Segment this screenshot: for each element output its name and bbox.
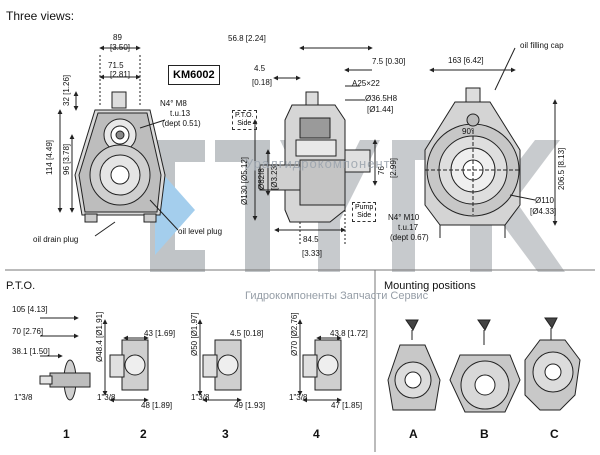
pto-variant-1: [39, 315, 91, 401]
mounting-label-c: C: [550, 427, 559, 441]
dim-2065: 206.5 [8.13]: [557, 147, 566, 190]
pto2-thread: 1"3/8: [97, 393, 116, 402]
dim-45-in: [0.18]: [252, 78, 273, 87]
pump-side-line-1: Pump: [355, 204, 374, 211]
pto4-thread: 1"3/8: [289, 393, 308, 402]
pto-variant-2: [102, 319, 149, 403]
pto4-top: 43.8 [1.72]: [330, 329, 368, 338]
page-title: Three views:: [6, 9, 75, 23]
pto1-d381: 38.1 [1.50]: [12, 347, 50, 356]
oil-level-plug-label: oil level plug: [178, 227, 223, 236]
dim-365-in: [Ø1.44]: [367, 105, 394, 114]
pto-label-4: 4: [313, 427, 320, 441]
dim-110-in: [Ø4.33]: [530, 207, 557, 216]
pto-side-box: P.T.O. Side: [232, 110, 257, 130]
dim-715: 71.5: [108, 61, 124, 70]
pump-side-line-2: Side: [357, 212, 372, 219]
pto1-thread: 1"3/8: [14, 393, 33, 402]
side-view: [252, 45, 378, 245]
pto-label-1: 1: [63, 427, 70, 441]
pto1-d70: 70 [2.76]: [12, 327, 44, 336]
pto-side-line-1: P.T.O.: [235, 112, 254, 119]
dim-715-in: [2.81]: [110, 70, 131, 79]
angle-label: 90°: [462, 127, 475, 136]
watermark-line-1: Уралгидрокомпонент: [245, 156, 391, 171]
dim-75: 7.5 [0.30]: [372, 57, 406, 66]
dim-163: 163 [6.42]: [448, 56, 484, 65]
mounting-label-b: B: [480, 427, 489, 441]
front-note-2: t.u.13: [170, 109, 191, 118]
side-note-1: N4° M10: [388, 213, 420, 222]
dim-82: Ø82f8: [257, 168, 266, 190]
front-view: [57, 45, 179, 237]
pto2-dia: Ø48.4 [Ø1.91]: [95, 311, 104, 362]
rear-view: [424, 47, 558, 238]
pto3-bottom: 49 [1.93]: [234, 401, 266, 410]
dim-76-in: [2.99]: [389, 157, 398, 178]
dim-89: 89: [113, 33, 122, 42]
oil-filling-cap-label: oil filling cap: [520, 41, 564, 50]
dim-45: 4.5: [254, 64, 266, 73]
pto-heading: P.T.O.: [6, 280, 36, 292]
mounting-label-a: A: [409, 427, 418, 441]
pto-variant-4: [297, 319, 342, 403]
pto-label-2: 2: [140, 427, 147, 441]
oil-drain-plug-label: oil drain plug: [33, 235, 79, 244]
pto3-top: 4.5 [0.18]: [230, 329, 264, 338]
pto4-dia: Ø70 [Ø2.76]: [290, 312, 299, 356]
dim-96: 96 [3.78]: [62, 143, 71, 175]
dim-365: Ø36.5H8: [365, 94, 398, 103]
pto2-bottom: 48 [1.89]: [141, 401, 173, 410]
pto2-top: 43 [1.69]: [144, 329, 176, 338]
pto3-dia: Ø50 [Ø1.97]: [190, 312, 199, 356]
pto-label-3: 3: [222, 427, 229, 441]
side-note-3: (dept 0.67): [390, 233, 429, 242]
watermark-line-2: Гидрокомпоненты Запчасти Сервис: [245, 290, 429, 302]
pto3-thread: 1"3/8: [191, 393, 210, 402]
dim-a25: A25×22: [352, 79, 380, 88]
dim-114: 114 [4.49]: [45, 140, 54, 175]
dim-89-in: [3.50]: [110, 43, 131, 52]
mounting-heading: Mounting positions: [384, 280, 476, 292]
dim-32: 32 [1.26]: [62, 74, 71, 106]
pto1-d105: 105 [4.13]: [12, 305, 48, 314]
dim-568: 56.8 [2.24]: [228, 34, 266, 43]
pto-variant-3: [197, 319, 242, 403]
model-box: KM6002: [168, 65, 220, 85]
front-note-1: N4° M8: [160, 99, 187, 108]
pto4-bottom: 47 [1.85]: [331, 401, 363, 410]
mounting-position-a: [387, 319, 441, 411]
side-note-2: t.u.17: [398, 223, 419, 232]
mounting-position-c: [524, 317, 581, 411]
dim-845-in: [3.33]: [302, 249, 323, 258]
mounting-position-b: [449, 319, 521, 413]
pump-side-box: Pump Side: [352, 202, 377, 222]
pto-side-line-2: Side: [237, 120, 252, 127]
dim-110: Ø110: [535, 196, 554, 205]
dim-845: 84.5: [303, 235, 319, 244]
front-note-3: (dept 0.51): [162, 119, 201, 128]
